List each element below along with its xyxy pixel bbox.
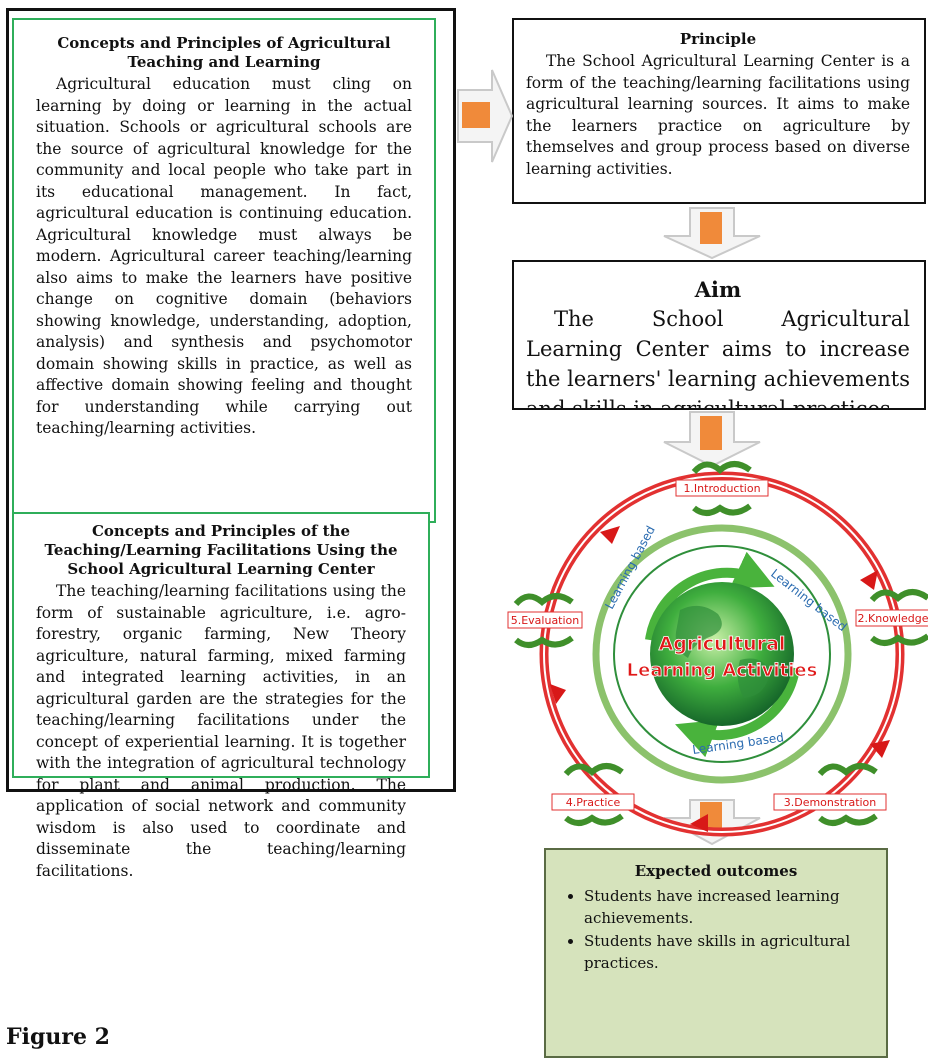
ring-arrows [550, 526, 890, 832]
arrow-down-icon [663, 411, 761, 468]
box-body: Agricultural education must cling on lea… [36, 75, 412, 437]
concepts-facilitations-box: Concepts and Principles of the Teaching/… [12, 512, 430, 880]
arrow-down-icon [663, 207, 761, 260]
aim-title: Aim [694, 277, 742, 302]
outcome-item: Students have skills in agricultural pra… [584, 931, 870, 974]
box-body: The teaching/learning facilitations usin… [36, 582, 406, 880]
step-label: 3.Demonstration [784, 796, 877, 809]
aim-box: Aim The School Agricultural Learning Cen… [512, 260, 926, 410]
outcome-item: Students have increased learning achieve… [584, 886, 870, 929]
principle-title: Principle [679, 30, 757, 48]
expected-outcomes-box: Expected outcomes Students have increase… [544, 848, 888, 1058]
principle-box: Principle The School Agricultural Learni… [512, 18, 926, 204]
step-label: 1.Introduction [683, 482, 760, 495]
figure-label: Figure 2 [6, 1024, 110, 1050]
cycle-center-line2: Learning Activities [627, 660, 818, 681]
left-panel-frame [6, 8, 456, 792]
outcomes-title: Expected outcomes [634, 862, 798, 880]
step-introduction: 1.Introduction [675, 461, 769, 516]
step-evaluation: 5.Evaluation [507, 593, 583, 648]
box-title: Concepts and Principles of Agricultural … [57, 34, 391, 71]
cycle-center-line1: Agricultural [659, 633, 786, 655]
outcomes-list: Students have increased learning achieve… [562, 886, 870, 974]
step-knowledge: 2.Knowledge [855, 589, 928, 646]
principle-body: The School Agricultural Learning Center … [526, 52, 910, 178]
step-label: 5.Evaluation [511, 614, 580, 627]
step-demonstration: 3.Demonstration [773, 763, 887, 826]
learning-cycle-diagram: Learning based Learning based Learning b… [507, 461, 928, 837]
step-label: 4.Practice [566, 796, 621, 809]
step-label: 2.Knowledge [858, 612, 928, 625]
arrow-right-icon [457, 69, 514, 163]
aim-body: The School Agricultural Learning Center … [526, 307, 910, 410]
box-title: Concepts and Principles of the Teaching/… [44, 522, 398, 578]
step-practice: 4.Practice [551, 763, 635, 826]
